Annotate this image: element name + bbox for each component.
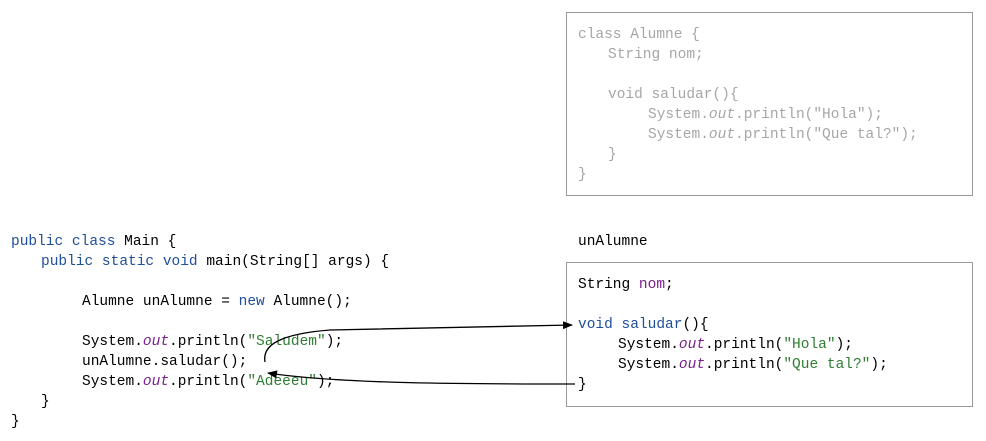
main-line-println-adeeeu: System.out.println("Adeeeu"); [82, 374, 335, 390]
instance-method-header: void saludar(){ [578, 317, 709, 333]
method-println-1: System.out.println("Hola"); [648, 107, 883, 123]
class-close: } [578, 167, 587, 183]
method-println-2: System.out.println("Que tal?"); [648, 127, 918, 143]
instance-method-close: } [578, 377, 587, 393]
instance-label: unAlumne [578, 234, 648, 250]
main-line-class-close: } [11, 414, 20, 430]
instance-println-hola: System.out.println("Hola"); [618, 337, 853, 353]
class-template-box: class Alumne { String nom; void saludar(… [566, 12, 973, 196]
method-header: void saludar(){ [608, 87, 739, 103]
main-line-println-saludem: System.out.println("Saludem"); [82, 334, 344, 350]
main-line-class: public class Main { [11, 234, 177, 250]
main-line-method-close: } [41, 394, 50, 410]
main-line-saludar-call: unAlumne.saludar(); [82, 354, 248, 370]
instance-println-quetal: System.out.println("Que tal?"); [618, 357, 888, 373]
method-close: } [608, 147, 617, 163]
instance-field: String nom; [578, 277, 674, 293]
instance-box: String nom; void saludar(){ System.out.p… [566, 262, 973, 407]
class-header: class Alumne { [578, 27, 700, 43]
class-field: String nom; [608, 47, 704, 63]
main-line-method: public static void main(String[] args) { [41, 254, 390, 270]
main-line-new: Alumne unAlumne = new Alumne(); [82, 294, 352, 310]
